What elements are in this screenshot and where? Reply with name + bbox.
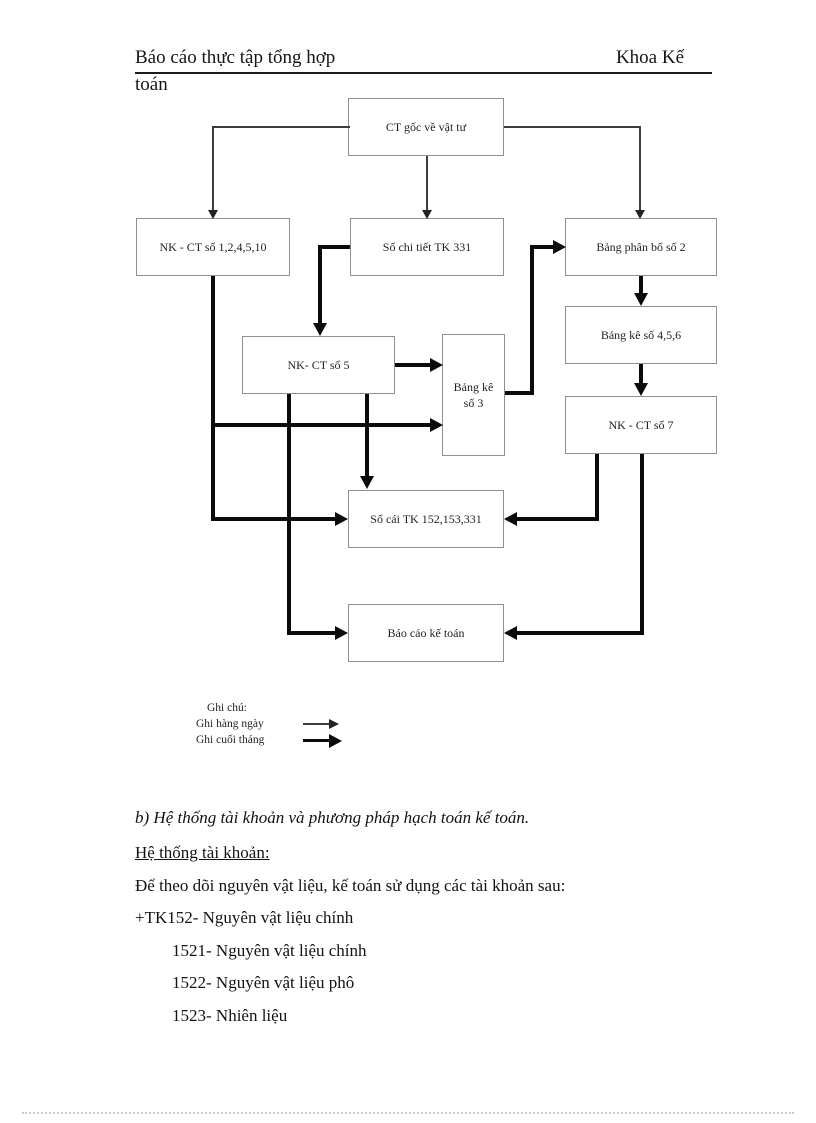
connector-monthly-bangke3-to-bangphanbo <box>530 245 534 395</box>
flowchart-box-so-cai-tk: Sổ cái TK 152,153,331 <box>348 490 504 548</box>
flowchart-box-label: NK - CT số 7 <box>608 417 674 432</box>
connector-monthly-nkct1-trunk <box>211 276 215 521</box>
connector-monthly-nkct5-to-baocao <box>287 394 291 635</box>
connector-monthly-nkct7-to-baocao <box>517 631 644 635</box>
connector-daily-ctgoc-to-nkct1 <box>212 126 214 211</box>
right-arrowhead-icon <box>430 358 443 372</box>
subheading-he-thong-tai-khoan: Hệ thống tài khoản: <box>135 843 270 862</box>
flowchart-box-bang-ke-so-4-5-6: Bảng kê số 4,5,6 <box>565 306 717 364</box>
flowchart-box-label: Bảng kê số 3 <box>453 379 494 410</box>
right-arrowhead-icon <box>335 512 348 526</box>
right-arrowhead-icon <box>553 240 566 254</box>
page-header: Báo cáo thực tập tổng hợp Khoa Kế <box>135 46 712 74</box>
connector-monthly-nkct1-to-bangke3 <box>211 423 430 427</box>
flowchart-box-bang-ke-so-3: Bảng kê số 3 <box>442 334 505 456</box>
monthly-arrow-icon <box>329 734 342 748</box>
connector-monthly-sochitiet-to-nkct5 <box>318 245 322 323</box>
header-title-right: Khoa Kế <box>615 47 684 68</box>
flowchart-box-label: Báo cáo kế toán <box>387 625 465 640</box>
page-bottom-dotted-divider <box>22 1112 794 1114</box>
connector-monthly-nkct7-to-socai <box>595 454 599 521</box>
right-arrowhead-icon <box>430 418 443 432</box>
down-arrowhead-icon <box>634 293 648 306</box>
connector-monthly-bangphanbo-to-bangke456 <box>639 276 643 294</box>
connector-monthly-bangke3-to-bangphanbo <box>530 245 554 249</box>
connector-monthly-nkct7-to-socai <box>517 517 599 521</box>
down-arrowhead-icon <box>635 210 645 219</box>
connector-daily-ctgoc-to-nkct1 <box>212 126 350 128</box>
flowchart-box-label: Sổ cái TK 152,153,331 <box>370 511 482 526</box>
daily-arrow-icon <box>303 723 330 725</box>
legend-item-daily: Ghi hàng ngày <box>196 718 264 730</box>
left-arrowhead-icon <box>504 512 517 526</box>
flowchart-box-label: Bảng kê số 4,5,6 <box>600 327 682 342</box>
flowchart-box-bao-cao-ke-toan: Báo cáo kế toán <box>348 604 504 662</box>
account-line: 1523- Nhiên liệu <box>172 1006 288 1025</box>
flowchart-box-label: CT gốc về vật tư <box>385 119 467 134</box>
flowchart-box-so-chi-tiet-tk-331: Sổ chi tiết TK 331 <box>350 218 504 276</box>
monthly-arrow-icon <box>303 739 330 742</box>
connector-monthly-bangke3-to-bangphanbo <box>505 391 534 395</box>
connector-daily-ctgoc-to-bangphanbo <box>504 126 641 128</box>
intro-text: Để theo dõi nguyên vật liệu, kế toán sử … <box>135 876 566 895</box>
flowchart-box-nk-ct-so-5: NK- CT số 5 <box>242 336 395 394</box>
legend-title: Ghi chú: <box>207 702 247 714</box>
down-arrowhead-icon <box>422 210 432 219</box>
down-arrowhead-icon <box>360 476 374 489</box>
flowchart-box-label: Sổ chi tiết TK 331 <box>382 239 472 254</box>
connector-monthly-sochitiet-to-nkct5 <box>318 245 350 249</box>
connector-daily-ctgoc-to-sochitiet <box>426 156 428 211</box>
connector-monthly-bangke456-to-nkct7 <box>639 364 643 384</box>
header-title-left: Báo cáo thực tập tổng hợp <box>135 47 336 68</box>
left-arrowhead-icon <box>504 626 517 640</box>
flowchart-box-label: Bảng phân bổ số 2 <box>596 239 686 254</box>
connector-monthly-nkct5-to-baocao <box>287 631 336 635</box>
down-arrowhead-icon <box>634 383 648 396</box>
header-title-wrap: toán <box>135 74 168 95</box>
account-line: +TK152- Nguyên vật liệu chính <box>135 908 354 927</box>
down-arrowhead-icon <box>208 210 218 219</box>
legend-item-monthly: Ghi cuối tháng <box>196 734 265 746</box>
flowchart-box-nk-ct-so-7: NK - CT số 7 <box>565 396 717 454</box>
right-arrowhead-icon <box>335 626 348 640</box>
flowchart-box-nk-ct-1-2-4-5-10: NK - CT số 1,2,4,5,10 <box>136 218 290 276</box>
connector-monthly-nkct7-to-baocao <box>640 454 644 635</box>
daily-arrow-icon <box>329 719 339 729</box>
connector-monthly-nkct5-to-bangke3 <box>395 363 431 367</box>
flowchart-box-bang-phan-bo-so-2: Bảng phân bổ số 2 <box>565 218 717 276</box>
account-line: 1521- Nguyên vật liệu chính <box>172 941 367 960</box>
connector-monthly-nkct1-to-socai <box>211 517 336 521</box>
flowchart-box-ct-goc-vat-tu: CT gốc về vật tư <box>348 98 504 156</box>
connector-daily-ctgoc-to-bangphanbo <box>639 126 641 211</box>
connector-monthly-nkct5-to-socai <box>365 394 369 477</box>
down-arrowhead-icon <box>313 323 327 336</box>
flowchart-box-label: NK - CT số 1,2,4,5,10 <box>159 239 267 254</box>
flowchart-box-label: NK- CT số 5 <box>287 357 350 372</box>
section-heading-b: b) Hệ thống tài khoản và phương pháp hạc… <box>135 808 530 827</box>
account-line: 1522- Nguyên vật liệu phô <box>172 973 355 992</box>
